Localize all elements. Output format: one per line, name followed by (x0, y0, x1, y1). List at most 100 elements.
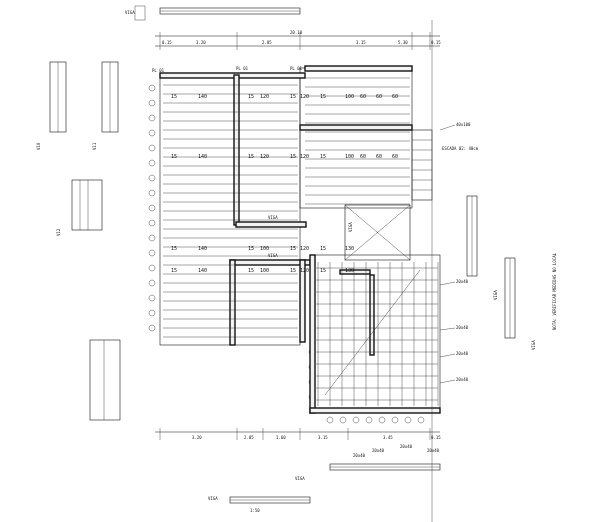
grid-axis-bubble (326, 416, 334, 424)
slab-value: 140 (198, 94, 207, 100)
grid-axis-bubble (339, 416, 347, 424)
grid-axis-bubble (148, 324, 156, 332)
right-callout-4: 20x40 (456, 377, 469, 382)
top-dim-5: 0.15 (431, 40, 441, 45)
slab-value: 140 (198, 154, 207, 160)
grid-axis-bubble (148, 174, 156, 182)
slab-value: 120 (300, 94, 309, 100)
slab-value: 15 (290, 246, 296, 252)
slab-value: 60 (360, 154, 366, 160)
right-callout-0: 40x100 (456, 122, 471, 127)
bottom-dim-1: 2.05 (244, 435, 254, 440)
grid-axis-bubble (148, 234, 156, 242)
grid-bubbles-left (148, 84, 316, 401)
slab-value: 60 (392, 154, 398, 160)
grid-axis-bubble (148, 99, 156, 107)
slab-value: 130 (345, 246, 354, 252)
slab-value: 15 (248, 94, 254, 100)
right-section-label-1: VIGA (531, 340, 536, 350)
grid-axis-bubble (148, 144, 156, 152)
right-callouts: 40x100 20x40 20x40 20x40 20x40 (439, 122, 471, 384)
left-note-1: V11 (92, 142, 97, 150)
grid-axis-bubble (417, 416, 425, 424)
right-section-details: VIGA VIGA NOTA: VERIFICAR MEDIDAS NO LOC… (466, 195, 557, 350)
slab-value: 15 (248, 154, 254, 160)
grid-axis-bubble (148, 114, 156, 122)
column-label-0: PL 01 (152, 68, 165, 73)
bottom-callout-3: 20x40 (353, 453, 366, 458)
slab-value: 15 (320, 246, 326, 252)
grid-axis-bubble (148, 159, 156, 167)
slab-value: 15 (290, 268, 296, 274)
slab-value: 120 (300, 246, 309, 252)
slab-value: 120 (260, 94, 269, 100)
column-label-2: PL 01 (290, 66, 303, 71)
right-vertical-note: NOTA: VERIFICAR MEDIDAS NO LOCAL (552, 252, 557, 330)
right-section-label-0: VIGA (493, 290, 498, 300)
top-section-label: VIGA (125, 10, 135, 15)
grid-axis-bubble (148, 279, 156, 287)
top-dim-3: 3.15 (356, 40, 366, 45)
grid-axis-bubble (404, 416, 412, 424)
slab-value: 130 (345, 268, 354, 274)
right-callout-1: 20x40 (456, 279, 469, 284)
slab-value: 60 (360, 94, 366, 100)
grid-axis-bubble (148, 129, 156, 137)
grid-axis-bubble (148, 294, 156, 302)
slab-value: 140 (198, 246, 207, 252)
slab-value: 60 (392, 94, 398, 100)
bottom-section-details: VIGA VIGA 1:50 (208, 463, 441, 513)
column-label-1: PL 01 (236, 66, 249, 71)
scale-note: 1:50 (250, 508, 260, 513)
bottom-callout-1: 20x40 (400, 444, 413, 449)
slab-values: 15 140 15 120 15 120 15 100 60 60 60 15 140 15 120 15 12… (171, 94, 398, 274)
bottom-dim-5: 0.15 (431, 435, 441, 440)
bottom-section-label-0: VIGA (295, 476, 305, 481)
slab-value: 15 (171, 246, 177, 252)
grid-axis-bubble (391, 416, 399, 424)
slab-value: 15 (320, 94, 326, 100)
slab-joist-grid (163, 77, 439, 406)
slab-value: 60 (376, 154, 382, 160)
stair-label: ESCADA 02: 40cm (442, 146, 479, 151)
slab-value: 15 (290, 94, 296, 100)
beam-label-0: VIGA (268, 215, 278, 220)
grid-axis-bubble (148, 219, 156, 227)
slab-value: 15 (320, 268, 326, 274)
top-dim-1: 3.20 (196, 40, 206, 45)
bottom-section-label-1: VIGA (208, 496, 218, 501)
slab-value: 15 (248, 246, 254, 252)
grid-axis-bubble (148, 84, 156, 92)
bottom-dim-2: 1.60 (276, 435, 286, 440)
grid-axis-bubble (148, 189, 156, 197)
bottom-dim-4: 3.45 (383, 435, 393, 440)
bottom-dim-0: 3.20 (192, 435, 202, 440)
grid-axis-bubble (148, 309, 156, 317)
slab-value: 15 (290, 154, 296, 160)
grid-axis-bubble (148, 264, 156, 272)
right-callout-3: 20x40 (456, 351, 469, 356)
stair-right: ESCADA 02: 40cm (411, 129, 479, 201)
void-label: VIGA (348, 222, 353, 232)
slab-value: 100 (260, 246, 269, 252)
grid-axis-bubble (148, 249, 156, 257)
top-dim-2: 2.05 (262, 40, 272, 45)
overall-width: 20.10 (290, 30, 303, 35)
grid-bubbles-bottom (326, 416, 425, 424)
slab-value: 120 (300, 268, 309, 274)
top-dim-0: 0.15 (162, 40, 172, 45)
bottom-callouts: 20x40 20x40 20x40 20x40 (353, 444, 440, 458)
slab-value: 120 (300, 154, 309, 160)
left-note-0: V10 (36, 142, 41, 150)
grid-axis-bubble (148, 204, 156, 212)
slab-value: 100 (345, 94, 354, 100)
slab-value: 100 (345, 154, 354, 160)
bottom-dim-3: 3.15 (318, 435, 328, 440)
bottom-callout-2: 20x40 (427, 448, 440, 453)
beam-label-1: VIGA (268, 253, 278, 258)
grid-axis-bubble (352, 416, 360, 424)
bottom-callout-0: 20x40 (372, 448, 385, 453)
slab-value: 140 (198, 268, 207, 274)
slab-value: 100 (260, 268, 269, 274)
